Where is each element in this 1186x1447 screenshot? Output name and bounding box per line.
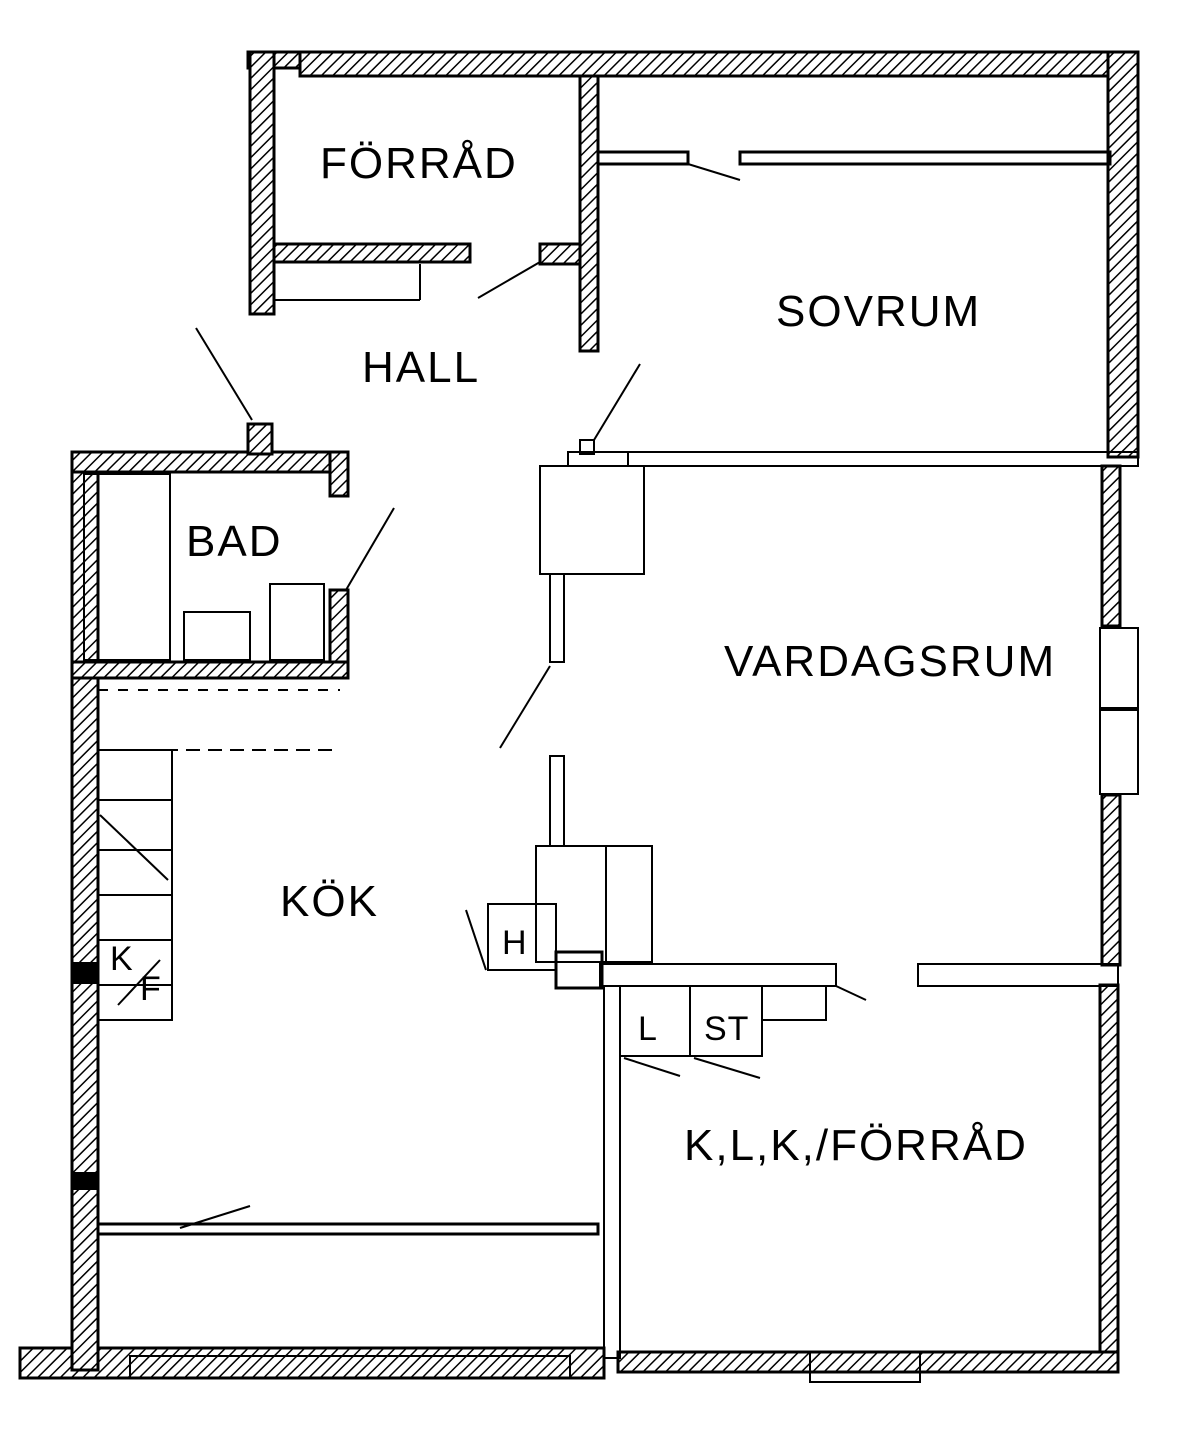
room-label-sovrum: SOVRUM <box>776 287 981 336</box>
door-swings <box>179 163 867 1229</box>
interior-walls <box>83 74 1139 1383</box>
room-label-kok: KÖK <box>280 877 379 926</box>
exterior-walls <box>18 50 1140 1380</box>
fixture-label-st: ST <box>704 1010 749 1048</box>
fixture-label-kf-k: K <box>110 940 134 978</box>
wall-stubs <box>72 422 274 1190</box>
fixture-label-kf-f: F <box>140 970 162 1008</box>
room-label-forrad-top: FÖRRÅD <box>320 139 518 188</box>
fixture-label-l: L <box>638 1010 658 1048</box>
room-label-bad: BAD <box>186 517 282 566</box>
room-label-hall: HALL <box>362 343 480 392</box>
room-label-klk-forrad: K,L,K,/FÖRRÅD <box>684 1121 1028 1170</box>
room-label-vardagsrum: VARDAGSRUM <box>724 637 1056 686</box>
fixture-label-h: H <box>502 924 528 962</box>
